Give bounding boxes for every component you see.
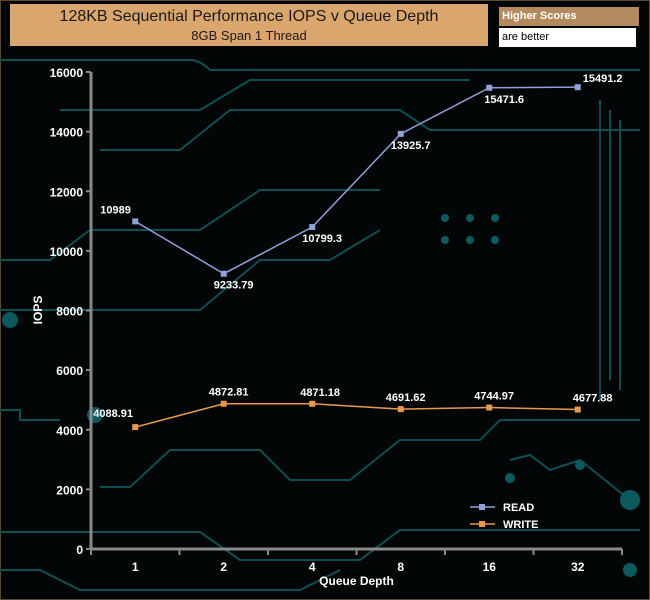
data-point-write (132, 424, 139, 431)
y-tick-label: 0 (76, 543, 83, 557)
x-tick-label: 32 (571, 560, 585, 574)
x-tick-label: 1 (132, 560, 139, 574)
data-label-read: 15491.2 (583, 73, 623, 85)
x-tick-label: 2 (220, 560, 227, 574)
data-point-write (397, 406, 404, 413)
chart-title: 128KB Sequential Performance IOPS v Queu… (59, 8, 439, 25)
chart-title-box: 128KB Sequential Performance IOPS v Queu… (10, 4, 488, 46)
data-label-write: 4677.88 (573, 393, 613, 405)
data-label-write: 4691.62 (386, 392, 426, 404)
y-tick-label: 10000 (50, 245, 84, 259)
y-tick-label: 2000 (56, 483, 83, 497)
x-axis-title: Queue Depth (319, 574, 394, 588)
data-point-read (486, 84, 493, 91)
legend-marker-write (479, 521, 485, 527)
data-point-read (220, 270, 227, 277)
y-tick-label: 6000 (56, 364, 83, 378)
are-better-label: are better (499, 28, 636, 47)
data-point-write (486, 404, 493, 411)
x-tick-label: 4 (309, 560, 316, 574)
data-point-write (220, 400, 227, 407)
legend-label-write: WRITE (503, 519, 538, 531)
data-label-read: 13925.7 (391, 140, 431, 152)
legend-label-read: READ (503, 502, 534, 514)
data-label-write: 4744.97 (474, 391, 514, 403)
y-tick-label: 16000 (50, 66, 84, 80)
higher-scores-label: Higher Scores (499, 7, 639, 26)
y-axis-title: IOPS (31, 296, 45, 325)
chart-subtitle: 8GB Span 1 Thread (191, 28, 307, 43)
data-point-read (309, 224, 316, 231)
data-label-read: 9233.79 (214, 280, 254, 292)
data-label-read: 15471.6 (484, 94, 524, 106)
x-tick-label: 16 (483, 560, 497, 574)
y-tick-label: 14000 (50, 126, 84, 140)
series-line-read (134, 86, 578, 275)
data-point-read (397, 130, 404, 137)
series-line-write (135, 402, 578, 428)
legend-marker-read (479, 504, 485, 510)
data-label-write: 4871.18 (300, 387, 340, 399)
data-point-write (309, 400, 316, 407)
data-point-write (574, 406, 581, 413)
data-label-read: 10989 (100, 204, 131, 216)
data-point-read (132, 218, 139, 225)
data-label-read: 10799.3 (302, 233, 342, 245)
y-tick-label: 8000 (56, 305, 83, 319)
data-point-read (574, 84, 581, 91)
data-label-write: 4088.91 (93, 408, 133, 420)
y-tick-label: 12000 (50, 185, 84, 199)
x-tick-label: 8 (397, 560, 404, 574)
data-label-write: 4872.81 (209, 387, 249, 399)
y-tick-label: 4000 (56, 424, 83, 438)
